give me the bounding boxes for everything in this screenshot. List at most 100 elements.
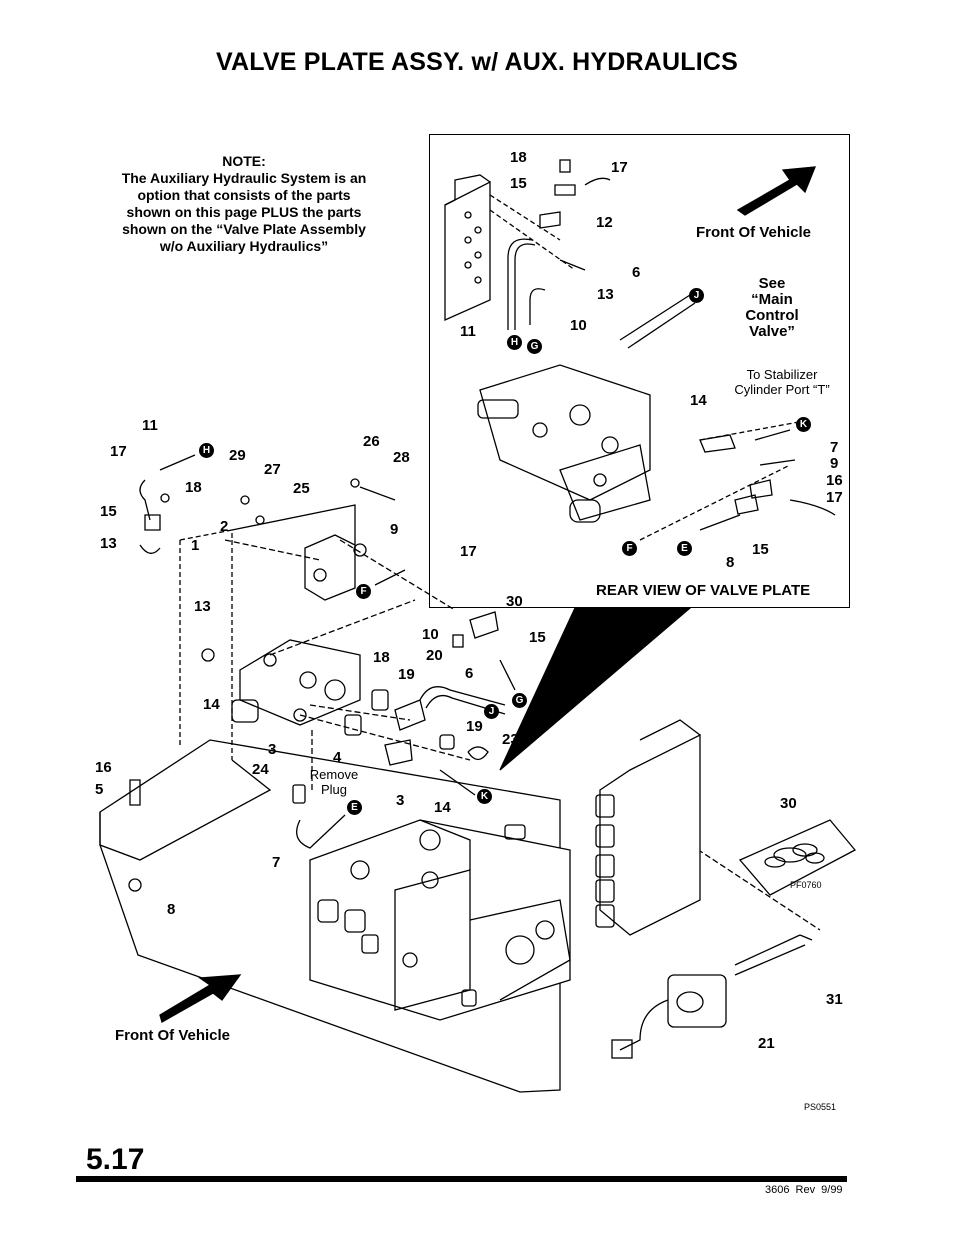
connection-badge: E	[347, 800, 362, 815]
inset-elbow-17b	[789, 499, 836, 516]
stabilizer-line: Cylinder Port “T”	[734, 382, 830, 397]
connection-badge: J	[689, 288, 704, 303]
callout: 14	[434, 799, 451, 816]
callout: 13	[100, 535, 117, 552]
callout: 8	[167, 901, 176, 918]
callout: 27	[264, 461, 281, 478]
inset-see-note: See “Main Control Valve”	[740, 276, 804, 340]
note-line: option that consists of the parts	[137, 187, 351, 203]
connection-badge: K	[796, 417, 811, 432]
solenoid-coil-22	[611, 974, 727, 1059]
main-front-label: Front Of Vehicle	[115, 1027, 231, 1044]
connection-badge: G	[527, 339, 542, 354]
inset-hose-11b	[507, 238, 533, 330]
inset-fitting-12	[539, 211, 561, 229]
inset-fitting-16	[749, 479, 773, 499]
hose-10-main	[499, 659, 516, 691]
see-line: Valve”	[749, 323, 795, 340]
connection-badge: H	[507, 335, 522, 350]
note-line: The Auxiliary Hydraulic System is an	[121, 170, 367, 186]
callout: 18	[185, 479, 202, 496]
inset-cap-18	[559, 159, 571, 173]
inset-fitting-14	[699, 434, 736, 453]
page-title: VALVE PLATE ASSY. w/ AUX. HYDRAULICS	[215, 48, 739, 76]
inset-caption: REAR VIEW OF VALVE PLATE	[596, 582, 811, 599]
callout: 23	[502, 731, 519, 748]
callout: 15	[510, 175, 527, 192]
callout: 16	[826, 472, 843, 489]
see-line: “Main	[751, 291, 793, 308]
callout: 17	[611, 159, 628, 176]
callout: 31	[826, 991, 843, 1008]
callout: 10	[570, 317, 587, 334]
callout: 2	[220, 518, 229, 535]
bolt-28	[359, 486, 396, 501]
cap-18-left	[160, 493, 170, 503]
nut-29	[240, 495, 250, 505]
elbow-17-left	[139, 479, 151, 521]
callout: 30	[506, 593, 523, 610]
callout: 8	[726, 554, 735, 571]
hose-6-main	[419, 686, 506, 706]
callout: 9	[830, 455, 839, 472]
callout: 18	[373, 649, 390, 666]
flow-block-25	[304, 534, 367, 601]
remove-plug-note: Remove Plug	[302, 767, 366, 797]
callout: 11	[460, 323, 476, 340]
callout: 21	[758, 1035, 775, 1052]
callout: 4	[333, 749, 342, 766]
solenoid-manifold	[595, 719, 701, 936]
auxiliary-note: NOTE: The Auxiliary Hydraulic System is …	[100, 153, 388, 255]
callout: 13	[194, 598, 211, 615]
callout: 7	[272, 854, 281, 871]
connection-badge: H	[199, 443, 214, 458]
connection-badge: G	[512, 693, 527, 708]
inset-tee-15	[554, 184, 576, 196]
inset-elbow-17	[584, 177, 611, 186]
callout: 14	[203, 696, 220, 713]
inset-hose-6b	[627, 302, 696, 349]
hose-8-main	[296, 814, 346, 849]
mount-bracket	[179, 529, 233, 760]
callout: 16	[95, 759, 112, 776]
callout: 5	[95, 781, 104, 798]
hose-9-main	[374, 569, 406, 586]
callout: 9	[390, 521, 399, 538]
inset-front-label: Front Of Vehicle	[696, 224, 812, 241]
see-line: See	[758, 275, 786, 292]
callout: 13	[597, 286, 614, 303]
callout: 7	[830, 439, 839, 456]
callout: 25	[293, 480, 310, 497]
callout: 15	[752, 541, 769, 558]
callout: 20	[426, 647, 443, 664]
fitting-19a	[371, 689, 389, 711]
tee-15-left	[144, 514, 161, 531]
hose-11-left	[159, 454, 196, 471]
callout: 1	[191, 537, 200, 554]
callout: 3	[268, 741, 277, 758]
footer-rule	[76, 1176, 847, 1182]
bolt-5	[129, 779, 141, 806]
inset-fitting-7	[754, 429, 791, 441]
main-valve-block	[309, 819, 571, 1021]
drawing-code: PS0551	[804, 1102, 837, 1112]
inset-fitting-15b	[734, 494, 759, 515]
note-line: shown on this page PLUS the parts	[126, 204, 362, 220]
connection-badge: E	[677, 541, 692, 556]
inset-fitting-9	[759, 459, 796, 466]
small-control-valve	[231, 639, 361, 726]
kit-code: PF0760	[790, 880, 822, 890]
connection-badge: K	[477, 789, 492, 804]
remove-plug-line: Plug	[320, 782, 348, 797]
callout: 10	[422, 626, 439, 643]
front-arrow-main	[159, 974, 242, 1023]
nut-30	[201, 648, 215, 662]
remove-plug-line: Remove	[309, 767, 359, 782]
callout: 11	[142, 417, 158, 434]
clip-24	[467, 746, 489, 761]
stabilizer-note: To Stabilizer Cylinder Port “T”	[722, 367, 842, 397]
connection-badge: J	[484, 704, 499, 719]
callout: 14	[690, 392, 707, 409]
callout: 24	[252, 761, 269, 778]
